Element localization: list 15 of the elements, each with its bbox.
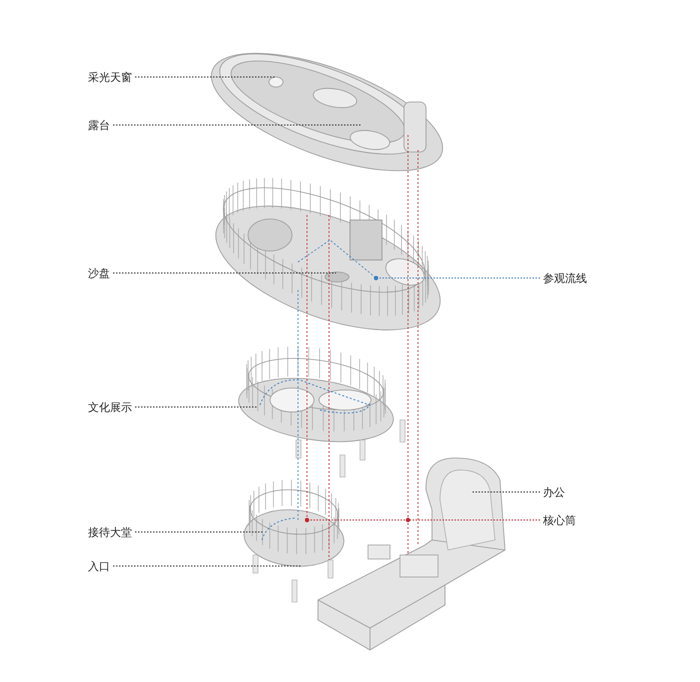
leader-line: [112, 124, 362, 126]
leader-line: [374, 276, 540, 280]
leader-line: [134, 406, 258, 408]
part-label: 核心筒: [543, 514, 576, 526]
part-label: 接待大堂: [88, 526, 132, 538]
part-label: 露台: [88, 118, 110, 132]
part-label: 参观流线: [543, 272, 587, 284]
part-label: 沙盘: [88, 266, 110, 280]
leader-line: [304, 518, 540, 522]
leader-line: [134, 76, 276, 78]
part-label: 文化展示: [88, 400, 132, 414]
part-label: 办公: [543, 486, 565, 498]
part-label: 入口: [88, 560, 110, 572]
leader-line: [112, 272, 336, 274]
part-label: 采光天窗: [88, 70, 132, 84]
